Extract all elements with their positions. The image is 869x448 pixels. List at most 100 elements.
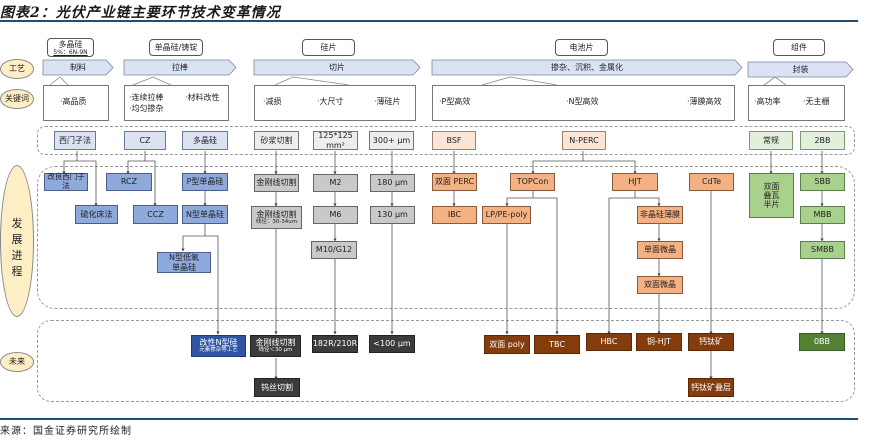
keyword: ·薄硅片 bbox=[374, 97, 401, 106]
node-size-125-text: 125*125 bbox=[318, 131, 353, 141]
node-ccz: CCZ bbox=[133, 205, 178, 224]
keywords-box-module: ·高功率 ·无主栅 bbox=[748, 85, 845, 121]
node-ibc: IBC bbox=[432, 206, 477, 224]
node-n-low-oxygen-line1: N型低氧 bbox=[169, 253, 199, 263]
node-perovskite: 钙钛矿 bbox=[688, 333, 734, 351]
node-slurry-cutting: 砂浆切割 bbox=[254, 131, 299, 150]
keyword: ·均匀掺杂 bbox=[129, 104, 164, 113]
node-perovskite-tandem: 钙钛矿叠层 bbox=[688, 378, 734, 397]
figure-title: 图表2：光伏产业链主要环节技术变革情况 bbox=[0, 5, 281, 21]
keywords-box-cell: ·P型高效 ·N型高效 ·薄膜高效 bbox=[432, 85, 735, 121]
process-arrow-pulling: 拉棒 bbox=[123, 59, 237, 76]
process-arrow-feedstock: 制料 bbox=[42, 59, 114, 76]
node-cdte: CdTe bbox=[689, 173, 734, 191]
node-poly: 多晶硅 bbox=[182, 131, 228, 150]
row-label-process: 工艺 bbox=[0, 59, 34, 79]
row-label-development-char: 程 bbox=[11, 265, 23, 278]
node-modified-n-line1: 改性N型硅 bbox=[199, 338, 238, 348]
node-n-low-oxygen-line2: 单晶硅 bbox=[172, 262, 196, 272]
node-lp-pe-poly: LP/PE-poly bbox=[482, 206, 531, 224]
node-copper-hjt: 铜-HJT bbox=[636, 333, 682, 351]
node-amorphous-thin-film: 非晶硅薄膜 bbox=[637, 206, 683, 224]
process-arrow-encapsulation: 封装 bbox=[747, 61, 854, 78]
row-label-future: 未来 bbox=[0, 352, 34, 372]
stage-label-cell: 电池片 bbox=[555, 39, 608, 56]
node-0bb: 0BB bbox=[799, 333, 845, 351]
keywords-box-wafer: ·减损 ·大尺寸 ·薄硅片 bbox=[254, 85, 416, 121]
node-hbc: HBC bbox=[586, 333, 632, 351]
node-rcz: RCZ bbox=[106, 173, 152, 191]
node-tungsten-wire-cutting: 钨丝切割 bbox=[254, 378, 300, 397]
process-label: 掺杂、沉积、金属化 bbox=[551, 63, 623, 72]
process-arrow-cell: 掺杂、沉积、金属化 bbox=[431, 59, 743, 76]
node-double-side-microcrystal: 双面微晶 bbox=[637, 276, 683, 294]
node-diamond-wire-future: 金刚线切割 线径＜30 μm bbox=[250, 335, 301, 357]
node-module-line2: 叠瓦 bbox=[763, 190, 780, 200]
node-m10-g12: M10/G12 bbox=[311, 241, 357, 259]
stage-label-text: 多晶硅 bbox=[58, 40, 83, 49]
node-diamond-wire-line2: 线径：30-34um bbox=[255, 218, 298, 225]
node-cz: CZ bbox=[124, 131, 166, 150]
node-smbb: SMBB bbox=[800, 241, 845, 259]
development-region bbox=[37, 166, 855, 309]
node-5bb: 5BB bbox=[800, 173, 845, 191]
bottom-rule bbox=[0, 418, 858, 420]
row-label-development: 发展进程 bbox=[1, 216, 33, 280]
node-regular-module: 常规 bbox=[749, 131, 793, 150]
node-hjt: HJT bbox=[612, 173, 658, 191]
node-diamond-future-line2: 线径＜30 μm bbox=[258, 347, 293, 354]
row-label-development-oval: 发展进程 bbox=[0, 165, 34, 317]
stage-label-module: 组件 bbox=[773, 39, 825, 56]
node-thickness-under-100: <100 μm bbox=[369, 335, 415, 353]
node-2bb: 2BB bbox=[800, 131, 845, 150]
node-thickness-130: 130 μm bbox=[370, 206, 415, 224]
node-siemens: 西门子法 bbox=[54, 131, 96, 150]
process-label: 拉棒 bbox=[172, 63, 188, 72]
node-mbb: MBB bbox=[800, 206, 845, 224]
node-topcon: TOPCon bbox=[510, 173, 555, 191]
keywords-box-ingot: ·连续拉棒 ·材料改性 ·均匀掺杂 bbox=[124, 85, 229, 121]
stage-label-wafer: 硅片 bbox=[302, 39, 355, 56]
source-note: 来源：国金证券研究所绘制 bbox=[0, 426, 132, 437]
keyword: ·高功率 bbox=[754, 97, 781, 106]
node-n-type-mono: N型单晶硅 bbox=[182, 205, 228, 224]
node-diamond-wire-cutting: 金刚线切割 bbox=[254, 174, 299, 192]
keyword: ·连续拉棒 bbox=[129, 93, 164, 102]
node-size-125-unit: mm² bbox=[326, 140, 345, 150]
node-bifacial-shingled-halfcut: 双面 叠瓦 半片 bbox=[749, 173, 794, 218]
stage-label-mono-ingot: 单晶硅/铸锭 bbox=[149, 39, 203, 56]
stage-label-subtext: 5%：6N-9N bbox=[53, 49, 88, 56]
node-m6: M6 bbox=[313, 206, 358, 224]
process-label: 制料 bbox=[70, 63, 86, 72]
keyword: ·材料改性 bbox=[185, 93, 220, 102]
node-diamond-wire-line1: 金刚线切割 bbox=[256, 209, 297, 219]
node-182r-210r: 182R/210R bbox=[312, 335, 358, 353]
node-thickness-300: 300+ μm bbox=[369, 131, 414, 150]
node-n-type-low-oxygen: N型低氧 单晶硅 bbox=[157, 252, 211, 273]
node-p-type-mono: P型单晶硅 bbox=[182, 173, 228, 191]
top-rule bbox=[0, 20, 858, 22]
node-module-line1: 双面 bbox=[763, 181, 780, 191]
node-module-line3: 半片 bbox=[763, 200, 780, 210]
process-label: 封装 bbox=[792, 65, 809, 74]
node-bifacial-perc: 双面 PERC bbox=[432, 173, 477, 191]
keyword: ·高品质 bbox=[60, 97, 87, 106]
keywords-box-polysilicon: ·高品质 bbox=[43, 85, 109, 121]
node-fluidized-bed: 硫化床法 bbox=[75, 205, 118, 224]
node-modified-n-type: 改性N型硅 元素掺杂等工艺 bbox=[191, 335, 246, 357]
node-bsf: BSF bbox=[432, 131, 476, 150]
keyword: ·大尺寸 bbox=[317, 97, 344, 106]
row-label-development-char: 进 bbox=[11, 249, 23, 262]
future-region bbox=[37, 320, 855, 402]
keyword: ·薄膜高效 bbox=[687, 97, 722, 106]
stage-label-polysilicon: 多晶硅 5%：6N-9N bbox=[47, 38, 94, 57]
row-label-keywords: 关键词 bbox=[0, 89, 34, 109]
node-thickness-180: 180 μm bbox=[370, 174, 415, 192]
node-single-side-microcrystal: 单面微晶 bbox=[637, 241, 683, 259]
keyword: ·减损 bbox=[263, 97, 282, 106]
node-modified-n-line2: 元素掺杂等工艺 bbox=[199, 347, 238, 354]
node-m2: M2 bbox=[313, 174, 358, 192]
keyword: ·N型高效 bbox=[566, 97, 599, 106]
current-tech-region bbox=[37, 126, 855, 155]
row-label-development-char: 展 bbox=[11, 233, 23, 246]
